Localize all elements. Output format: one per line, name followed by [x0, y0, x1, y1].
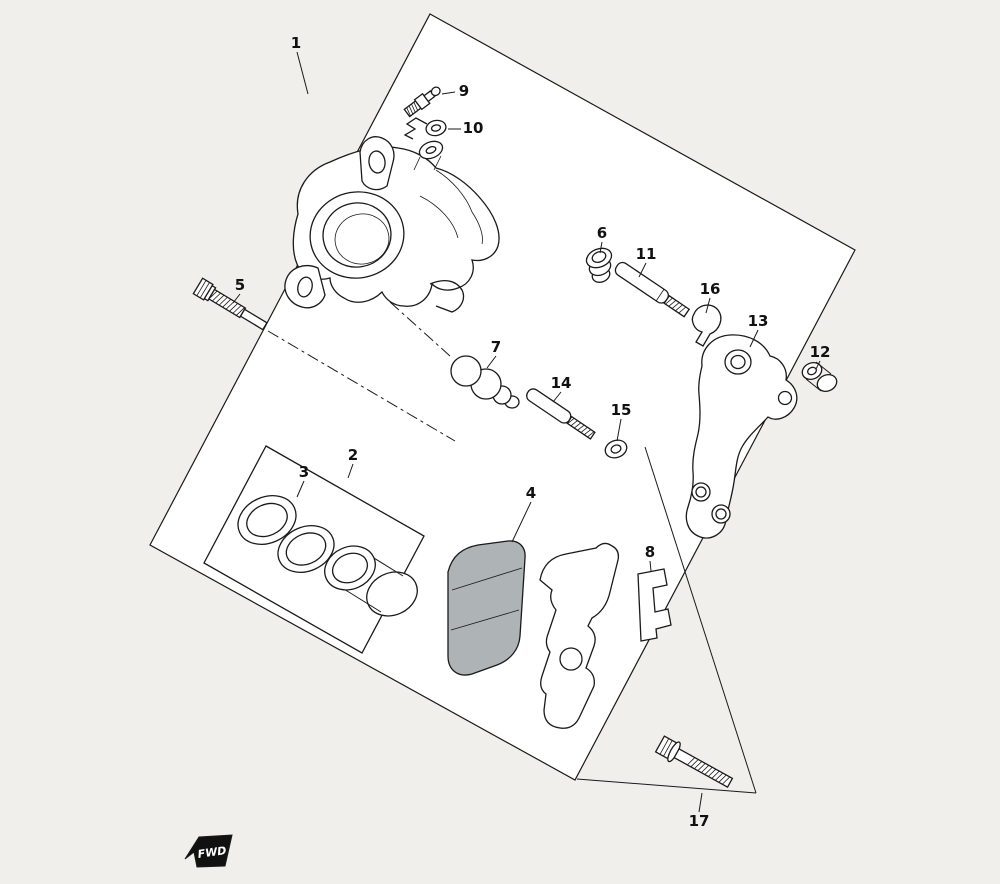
part-4-brake-pads: [447, 540, 620, 729]
part-3-seal-rings: [237, 495, 335, 573]
part-label-7: 7: [491, 338, 501, 356]
part-15-washer: [604, 439, 628, 459]
fwd-indicator: FWD: [184, 834, 233, 868]
fwd-flag: [184, 834, 233, 868]
part-label-16: 16: [700, 280, 721, 298]
part-13-mounting-bracket: [685, 334, 798, 539]
part-label-6: 6: [597, 224, 607, 242]
fwd-label: FWD: [197, 844, 227, 861]
part-label-13: 13: [748, 312, 769, 330]
banjo-boss: [418, 140, 444, 160]
part-label-12: 12: [810, 343, 831, 361]
part-label-14: 14: [551, 374, 572, 392]
part-6-boot: [585, 247, 613, 283]
piston-bore-inner: [322, 202, 392, 268]
part-2-piston: [324, 545, 418, 617]
part-label-1: 1: [291, 34, 301, 52]
part-label-17: 17: [689, 812, 710, 830]
part-17-mounting-bolt: [654, 735, 734, 789]
part-labels: 1 2 3 4 5 6 7 8 9 10 11 12 13 14 15 16 1…: [235, 34, 831, 830]
seal-kit-box: [203, 445, 425, 654]
part-1-caliper-body: [284, 136, 500, 313]
leader-lines: [232, 51, 821, 813]
part-label-9: 9: [459, 82, 469, 100]
part-10-clip: [403, 117, 447, 140]
part-label-4: 4: [526, 484, 536, 502]
pad-backing-plate: [539, 542, 620, 729]
part-label-8: 8: [645, 543, 655, 561]
part-label-11: 11: [636, 245, 657, 263]
part-8-pad-spring: [637, 568, 672, 642]
caliper-ear-hole: [368, 150, 386, 174]
reference-lines: [576, 446, 757, 794]
part-5-caliper-bolt: [192, 277, 268, 331]
axis-centerlines: [267, 301, 456, 442]
part-label-2: 2: [348, 446, 358, 464]
part-label-5: 5: [235, 276, 245, 294]
part-label-15: 15: [611, 401, 632, 419]
caliper-ear-bottom-hole: [297, 276, 313, 298]
part-label-3: 3: [299, 463, 309, 481]
part-label-10: 10: [463, 119, 484, 137]
part-16-retainer-clip: [691, 304, 722, 347]
part-14-pad-pin: [526, 388, 596, 440]
part-9-bleeder-screw: [403, 86, 441, 118]
pad-friction-pad: [447, 540, 526, 676]
part-7-boot: [450, 355, 520, 409]
part-11-slide-pin: [614, 261, 691, 318]
